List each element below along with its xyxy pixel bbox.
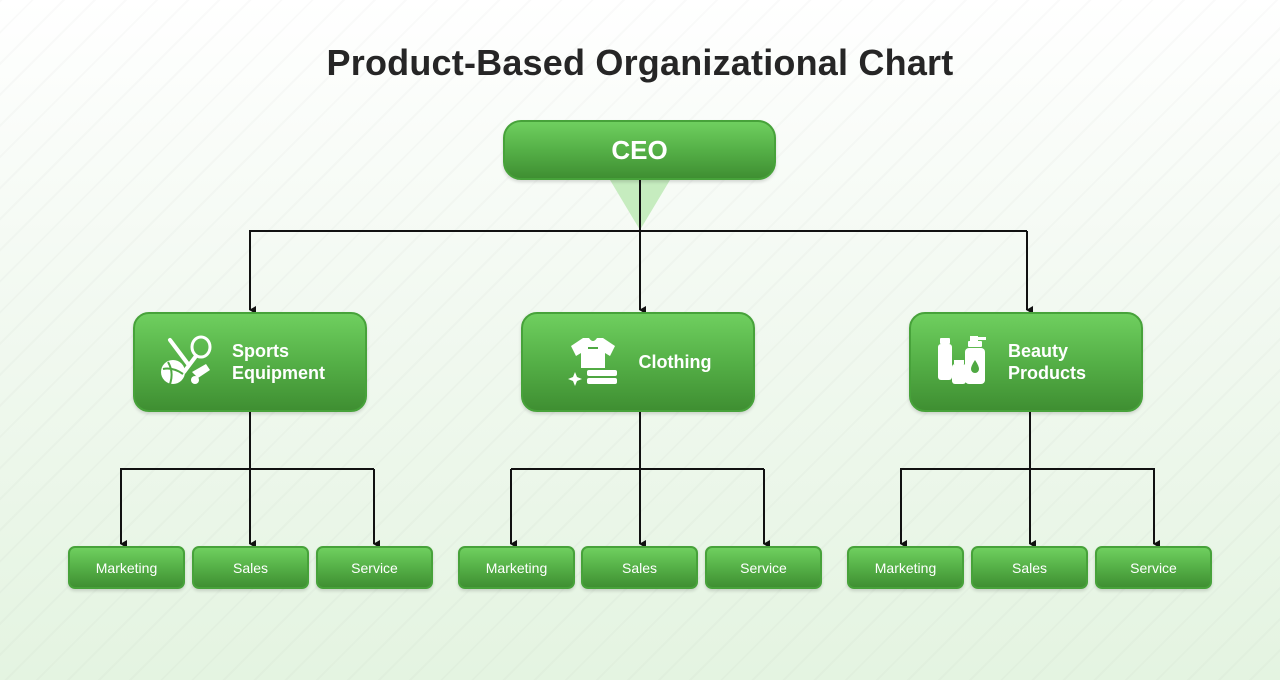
department-beauty-products[interactable]: Beauty Products [909, 312, 1143, 412]
unit-label: Sales [1011, 559, 1048, 576]
sports-equipment-icon [161, 335, 212, 385]
unit-service[interactable]: Service [1095, 546, 1212, 589]
department-label: Clothing [638, 352, 712, 372]
unit-sales[interactable]: Sales [192, 546, 309, 589]
unit-label: Marketing [485, 559, 548, 576]
unit-sales[interactable]: Sales [581, 546, 698, 589]
unit-marketing[interactable]: Marketing [847, 546, 964, 589]
unit-marketing[interactable]: Marketing [68, 546, 185, 589]
unit-label: Service [1130, 559, 1177, 576]
unit-label: Service [351, 559, 398, 576]
unit-marketing[interactable]: Marketing [458, 546, 575, 589]
department-clothing[interactable]: Clothing [521, 312, 755, 412]
unit-label: Sales [232, 559, 269, 576]
unit-label: Service [740, 559, 787, 576]
department-label: Beauty Products [1008, 341, 1087, 383]
ceo-box[interactable]: CEO [503, 120, 776, 180]
unit-service[interactable]: Service [316, 546, 433, 589]
unit-service[interactable]: Service [705, 546, 822, 589]
ceo-label: CEO [611, 134, 668, 165]
unit-sales[interactable]: Sales [971, 546, 1088, 589]
department-label: Sports Equipment [232, 341, 325, 383]
clothing-icon [567, 338, 617, 386]
department-sports-equipment[interactable]: Sports Equipment [133, 312, 367, 412]
unit-label: Sales [621, 559, 658, 576]
unit-label: Marketing [95, 559, 158, 576]
beauty-products-icon [938, 336, 986, 384]
unit-label: Marketing [874, 559, 937, 576]
chart-title: Product-Based Organizational Chart [326, 42, 954, 83]
